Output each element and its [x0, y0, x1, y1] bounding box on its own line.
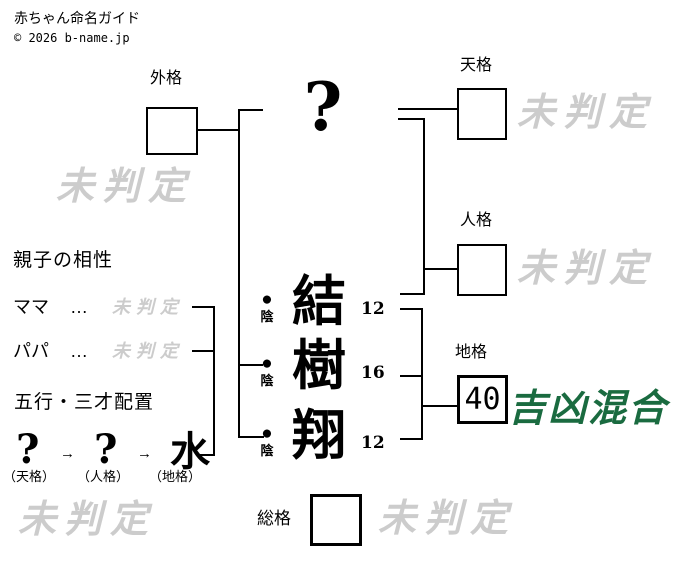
- tenkaku-result-watermark: 未判定: [517, 89, 656, 134]
- soukaku-value-box: [310, 494, 362, 546]
- sansai-arrow-icon: →: [60, 445, 75, 462]
- bracket-parents-tick-element: [198, 454, 215, 456]
- papa-result-watermark: 未判定: [112, 341, 184, 362]
- chikaku-value-box: 40: [457, 375, 508, 424]
- mama-dots: …: [70, 297, 88, 317]
- yin-label: 陰: [260, 373, 274, 388]
- soukaku-label: 総格: [257, 509, 291, 528]
- page-title: 赤ちゃん命名ガイド: [14, 11, 140, 27]
- tenkaku-label: 天格: [460, 57, 493, 74]
- mama-label: ママ: [13, 297, 49, 317]
- connector-chikaku: [421, 405, 459, 407]
- chikaku-label: 地格: [455, 344, 488, 361]
- name-char-row: ● 陰 樹 16: [254, 338, 394, 402]
- bracket-parents-tick-mama: [192, 306, 213, 308]
- jinkaku-value-box: [457, 244, 507, 296]
- jinkaku-result-watermark: 未判定: [517, 245, 656, 290]
- bracket-jinkaku-vertical: [423, 118, 425, 295]
- bracket-gaikaku-vertical: [238, 109, 240, 438]
- soukaku-result-watermark: 未判定: [378, 495, 517, 540]
- bracket-jinkaku-tick-bottom: [400, 293, 425, 295]
- bracket-chikaku-tick-3: [400, 438, 423, 440]
- name-kanji: 結: [292, 269, 346, 333]
- stroke-count: 16: [361, 363, 385, 383]
- bracket-jinkaku-tick-top: [398, 118, 425, 120]
- bracket-gaikaku-tick-mid: [238, 364, 263, 366]
- sansai-chikaku-element: 水: [170, 430, 210, 474]
- inyo-mark: ● 陰: [254, 353, 280, 388]
- connector-gaikaku: [198, 129, 238, 131]
- chikaku-result-text: 吉凶混合: [508, 385, 669, 430]
- bracket-parents-tick-papa: [192, 350, 213, 352]
- bracket-chikaku-vertical: [421, 308, 423, 440]
- yin-dot-icon: ●: [261, 289, 273, 310]
- name-char-row: ● 陰 翔 12: [254, 408, 394, 472]
- inyo-mark: ● 陰: [254, 423, 280, 458]
- stroke-count: 12: [361, 299, 385, 319]
- yin-label: 陰: [260, 443, 274, 458]
- yin-dot-icon: ●: [261, 423, 273, 444]
- overall-result-watermark: 未判定: [18, 496, 157, 541]
- name-kanji: 樹: [292, 333, 346, 397]
- sansai-chikaku-caption: （地格）: [149, 469, 202, 484]
- copyright-text: © 2026 b-name.jp: [14, 31, 130, 45]
- sansai-arrow-icon: →: [137, 445, 152, 462]
- papa-dots: …: [70, 341, 88, 361]
- name-char-row: ● 陰 結 12: [254, 274, 394, 338]
- yin-label: 陰: [260, 309, 274, 324]
- bracket-chikaku-tick-2: [400, 375, 423, 377]
- sansai-title: 五行・三才配置: [14, 392, 155, 413]
- bracket-chikaku-tick-1: [400, 308, 423, 310]
- gaikaku-label: 外格: [150, 70, 183, 87]
- bracket-gaikaku-tick-bottom: [238, 436, 264, 438]
- mama-result-watermark: 未判定: [112, 297, 184, 318]
- surname-placeholder: ?: [303, 68, 343, 146]
- papa-label: パパ: [13, 341, 49, 361]
- connector-jinkaku: [423, 268, 459, 270]
- name-kanji: 翔: [292, 403, 346, 467]
- bracket-gaikaku-tick-top: [238, 109, 263, 111]
- inyo-mark: ● 陰: [254, 289, 280, 324]
- sansai-tenkaku-element: ?: [16, 426, 40, 473]
- sansai-jinkaku-element: ?: [94, 426, 118, 473]
- tenkaku-value-box: [457, 88, 507, 140]
- connector-tenkaku: [398, 108, 459, 110]
- yin-dot-icon: ●: [261, 353, 273, 374]
- sansai-tenkaku-caption: （天格）: [3, 469, 56, 484]
- stroke-count: 12: [361, 433, 385, 453]
- gaikaku-value-box: [146, 107, 198, 155]
- compatibility-title: 親子の相性: [13, 250, 114, 271]
- sansai-jinkaku-caption: （人格）: [77, 469, 130, 484]
- chikaku-value: 40: [464, 381, 501, 417]
- jinkaku-label: 人格: [460, 212, 493, 229]
- gaikaku-result-watermark: 未判定: [56, 163, 195, 208]
- bracket-parents-vertical: [213, 306, 215, 456]
